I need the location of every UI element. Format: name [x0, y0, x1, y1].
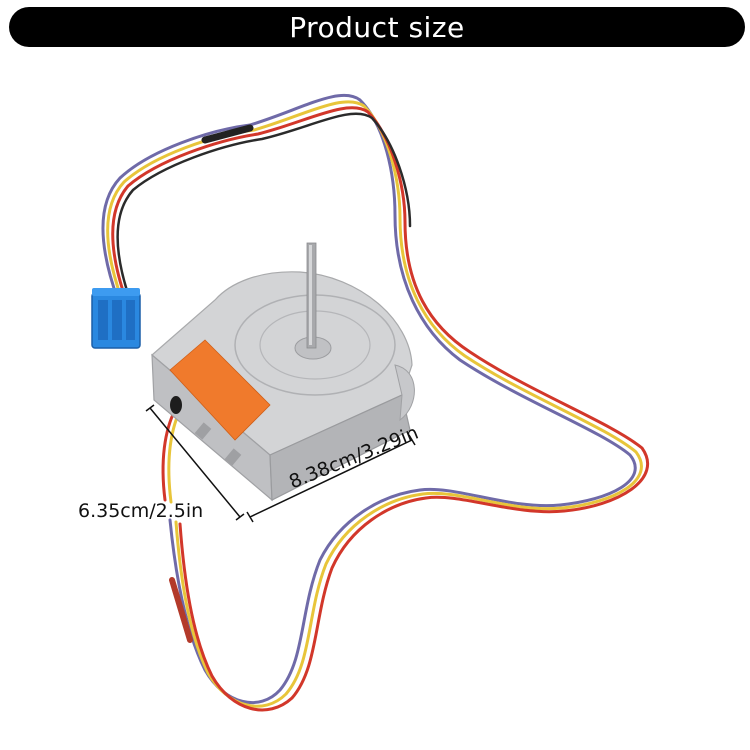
cable-grommet — [170, 396, 182, 414]
wire-yellow — [106, 100, 643, 708]
housing-right — [269, 394, 411, 501]
wire-black — [116, 112, 412, 302]
wire-sleeve-bottom — [169, 577, 193, 643]
wire-sleeve-top — [201, 124, 254, 144]
vent-1 — [194, 422, 212, 440]
page-title: Product size — [289, 10, 465, 44]
depth-tick-b — [235, 513, 245, 521]
dimension-arrow — [145, 404, 416, 523]
wire-lead — [161, 408, 177, 502]
fan-motor — [151, 242, 415, 502]
depth-dimension-label: 6.35cm/2.5in — [78, 500, 204, 522]
spec-sticker — [169, 339, 271, 441]
connector-plug — [91, 288, 141, 349]
depth-tick-a — [145, 404, 155, 412]
width-tick-b — [408, 434, 416, 446]
width-dimension-line — [249, 439, 413, 518]
wire-red — [111, 106, 650, 712]
depth-dimension-line — [149, 407, 241, 518]
title-bar: Product size — [9, 7, 745, 47]
housing-bump — [394, 364, 415, 422]
vent-2 — [224, 448, 242, 466]
width-tick-a — [246, 511, 254, 523]
